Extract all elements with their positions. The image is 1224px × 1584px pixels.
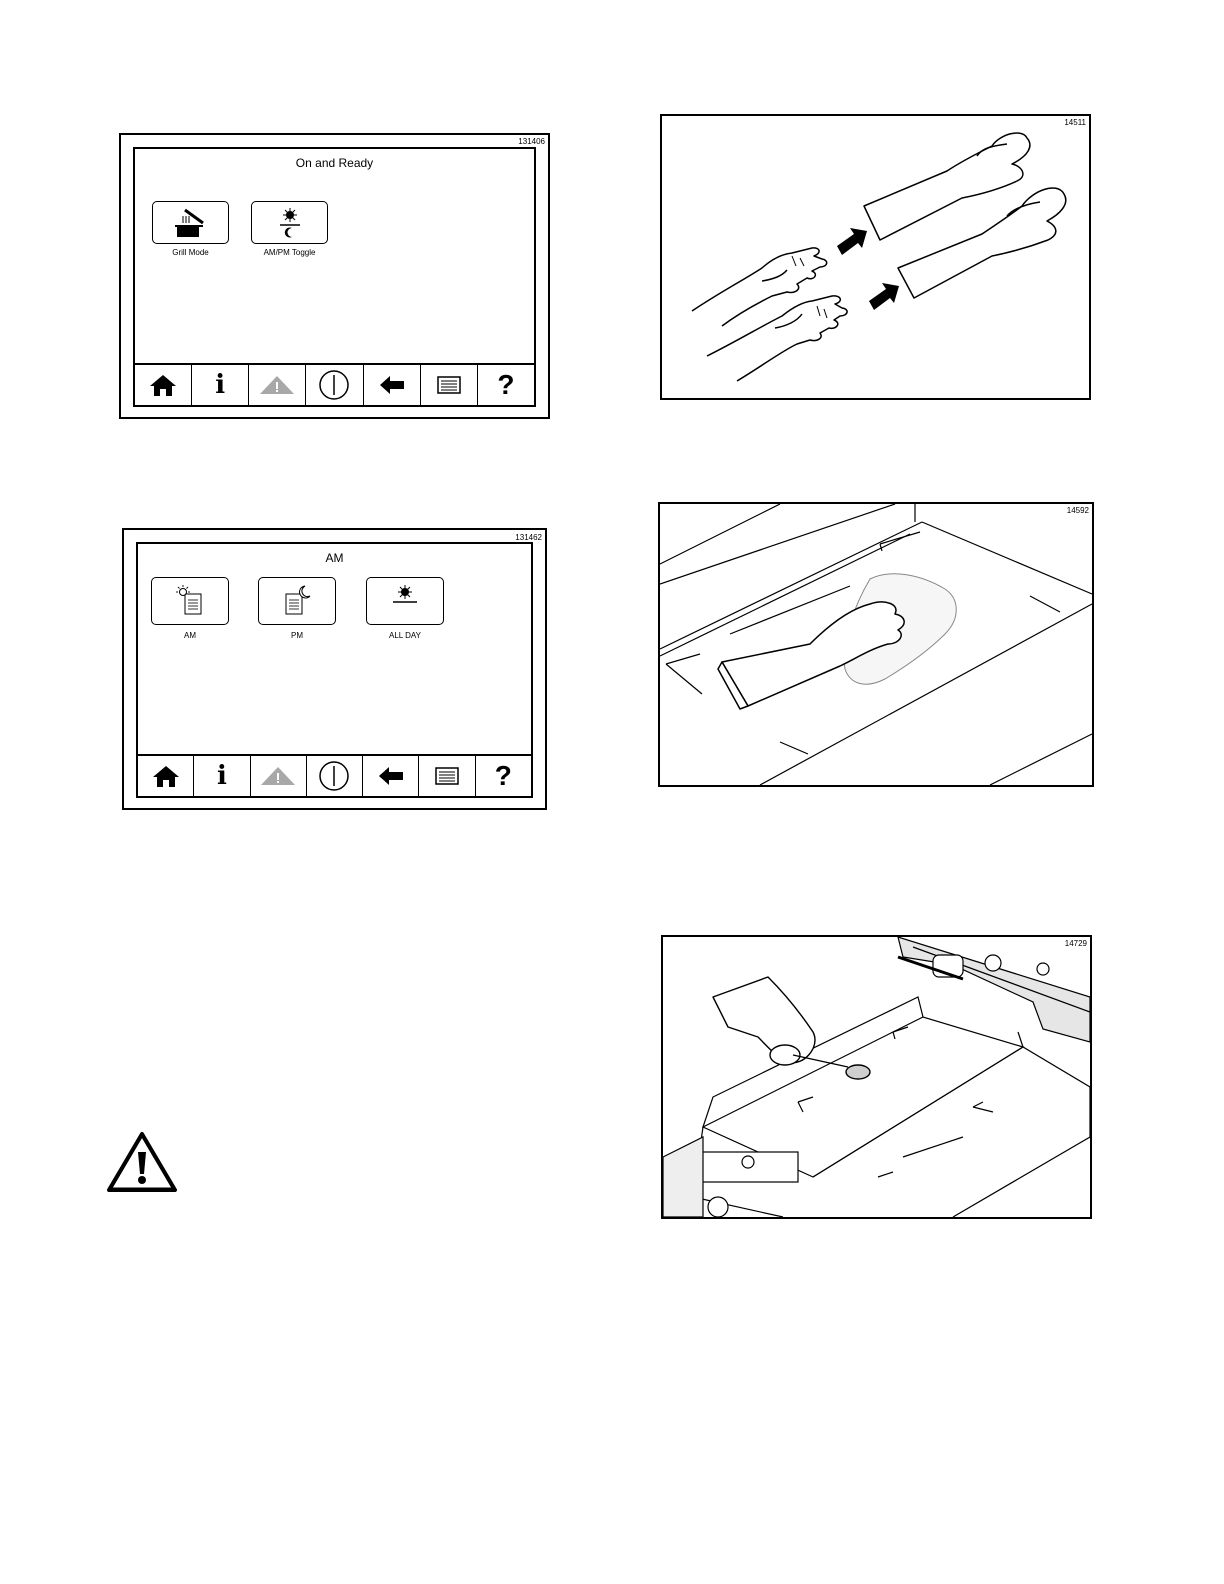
warning-button[interactable]	[251, 756, 307, 796]
scrape-grill-drawing	[663, 937, 1090, 1217]
warning-icon	[259, 765, 297, 787]
power-icon	[318, 760, 350, 792]
all-day-icon	[385, 584, 425, 618]
screen-display: AM AM PM	[136, 542, 533, 798]
home-button[interactable]	[138, 756, 194, 796]
home-icon	[152, 764, 180, 788]
menu-button[interactable]	[421, 365, 478, 405]
info-icon: i	[215, 370, 225, 400]
pm-icon	[280, 584, 314, 618]
bottom-toolbar: i ?	[135, 363, 534, 405]
back-icon	[379, 375, 405, 395]
info-icon: i	[217, 761, 227, 791]
tile-label: ALL DAY	[356, 631, 454, 640]
tile-label: PM	[258, 631, 336, 640]
screen-title: AM	[138, 551, 531, 565]
menu-button[interactable]	[419, 756, 475, 796]
home-button[interactable]	[135, 365, 192, 405]
wipe-grill-drawing	[660, 504, 1092, 785]
screen-title: On and Ready	[135, 156, 534, 170]
help-button[interactable]: ?	[476, 756, 531, 796]
screen-figure-on-and-ready: 131406 On and Ready Grill Mode	[119, 133, 550, 419]
help-icon: ?	[495, 760, 512, 792]
menu-icon	[435, 767, 459, 785]
power-button[interactable]	[307, 756, 363, 796]
gloves-drawing	[662, 116, 1089, 398]
figure-id: 131406	[518, 137, 545, 146]
tile-label: AM/PM Toggle	[241, 248, 338, 257]
tile-label: AM	[151, 631, 229, 640]
home-icon	[149, 373, 177, 397]
info-button[interactable]: i	[194, 756, 250, 796]
menu-icon	[437, 376, 461, 394]
info-button[interactable]: i	[192, 365, 249, 405]
am-pm-toggle-icon	[270, 207, 310, 239]
grill-mode-icon	[171, 207, 211, 239]
help-button[interactable]: ?	[478, 365, 534, 405]
back-button[interactable]	[363, 756, 419, 796]
am-icon	[173, 584, 207, 618]
am-pm-toggle-button[interactable]	[251, 201, 328, 244]
back-button[interactable]	[364, 365, 421, 405]
power-icon	[318, 369, 350, 401]
wipe-grill-illustration: 14592	[658, 502, 1094, 787]
warning-button[interactable]	[249, 365, 306, 405]
figure-id: 131462	[515, 533, 542, 542]
tile-label: Grill Mode	[152, 248, 229, 257]
caution-triangle-icon	[106, 1130, 178, 1194]
back-icon	[378, 766, 404, 786]
screen-figure-am: 131462 AM AM PM	[122, 528, 547, 810]
grill-mode-button[interactable]	[152, 201, 229, 244]
power-button[interactable]	[306, 365, 363, 405]
bottom-toolbar: i ?	[138, 754, 531, 796]
gloves-illustration: 14511	[660, 114, 1091, 400]
scrape-grill-illustration: 14729	[661, 935, 1092, 1219]
pm-button[interactable]	[258, 577, 336, 625]
warning-icon	[258, 374, 296, 396]
am-button[interactable]	[151, 577, 229, 625]
all-day-button[interactable]	[366, 577, 444, 625]
screen-display: On and Ready Grill Mode	[133, 147, 536, 407]
help-icon: ?	[497, 369, 514, 401]
